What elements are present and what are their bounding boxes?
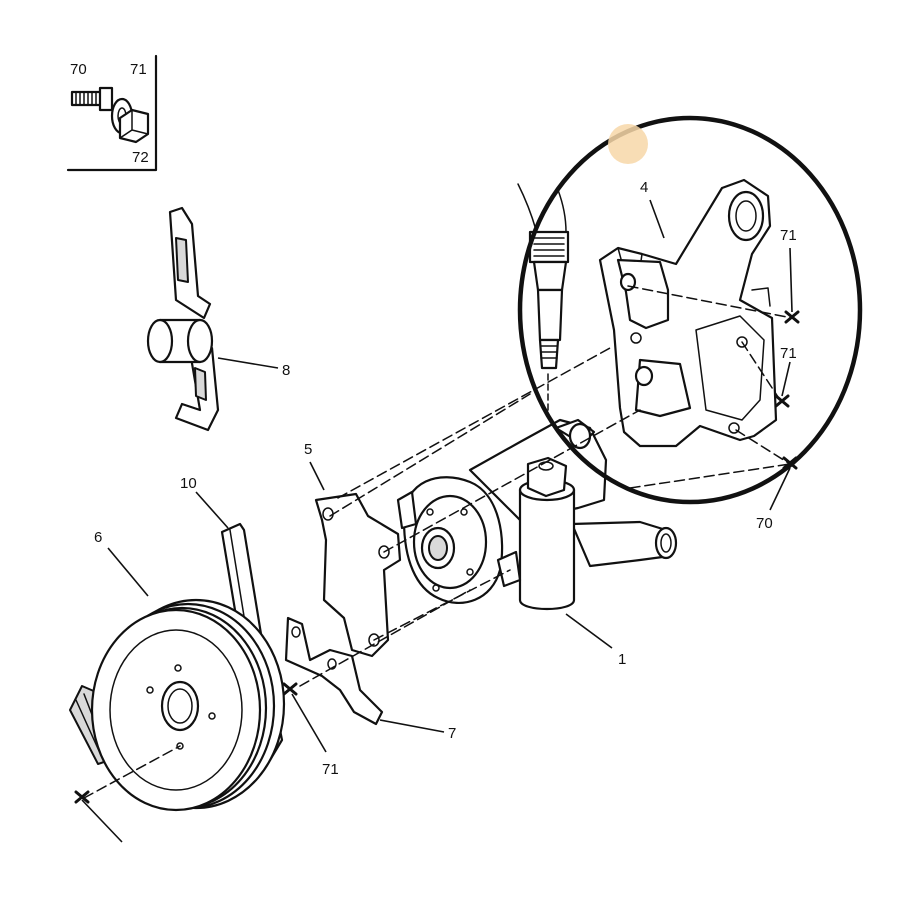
fastener-cross-71-lower <box>282 682 298 696</box>
mounting-bracket-4: 4 <box>598 178 778 448</box>
callout-5: 5 <box>304 441 312 458</box>
callout-1: 1 <box>618 651 626 668</box>
leader-pulley-fastener <box>81 799 123 843</box>
inset-callout-72: 72 <box>132 149 149 166</box>
lower-bracket-7: 7 <box>284 616 456 742</box>
callout-6: 6 <box>94 529 102 546</box>
fastener-cross-71-upper <box>784 310 800 324</box>
leader-71-upper <box>789 247 793 313</box>
callout-8: 8 <box>282 362 290 379</box>
callout-71-upper: 71 <box>780 227 797 244</box>
callout-10: 10 <box>180 475 197 492</box>
callout-70-right: 70 <box>756 515 773 532</box>
fastener-cross-71-mid <box>774 394 790 408</box>
callout-71-mid: 71 <box>780 345 797 362</box>
fastener-markers <box>74 310 800 804</box>
fastener-cross-pulley <box>74 790 90 804</box>
tensioner-bracket-8: 8 <box>146 206 290 432</box>
fastener-inset: 70 71 72 <box>66 54 158 172</box>
tensioner-roller <box>146 318 214 364</box>
assembly-guide-lines <box>83 285 793 799</box>
callout-71-lower: 71 <box>322 761 339 778</box>
leader-71-lower <box>291 693 327 753</box>
pump-bracket-5: 5 <box>304 441 402 658</box>
pulley-6: 6 <box>90 529 286 812</box>
callout-4: 4 <box>640 179 648 196</box>
inset-nut-72 <box>118 108 150 144</box>
highlight-circle <box>517 115 863 505</box>
leader-71-mid <box>781 361 791 397</box>
power-steering-pump-1: 1 <box>396 418 678 668</box>
leader-70-right <box>769 467 791 511</box>
inset-bolt-70 <box>70 86 114 112</box>
inset-callout-70: 70 <box>70 61 87 78</box>
marker-dot <box>608 124 648 164</box>
callout-7: 7 <box>448 725 456 742</box>
inset-callout-71: 71 <box>130 61 147 78</box>
inset-frame <box>66 54 158 172</box>
